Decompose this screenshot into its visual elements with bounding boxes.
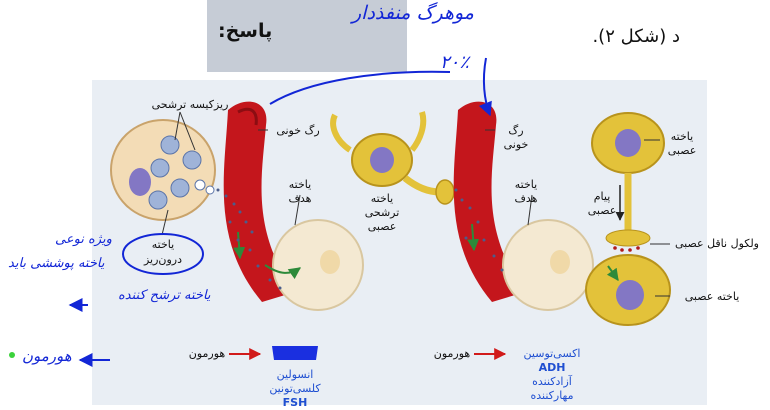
- handwritten-percent: ۲۰٪: [440, 52, 469, 73]
- redaction-scribble: [272, 346, 318, 360]
- hormone-example-1: انسولین: [255, 368, 335, 382]
- handwritten-left-note-3: یاخته ترشح کننده: [118, 288, 211, 303]
- target-cell-middle: [503, 220, 593, 310]
- handwritten-top-note: موهرگ منفذدار: [352, 2, 474, 24]
- secretory-neuron: [333, 112, 454, 204]
- neuron-top-label: یاخته عصبی: [662, 130, 702, 158]
- neuron-top: [592, 113, 664, 246]
- handwritten-left-note-1: ویژه نوعی: [55, 232, 112, 247]
- vesicle-label: ریزکیسه ترشحی: [150, 98, 230, 112]
- hormone-label-left: هورمون: [186, 347, 228, 361]
- neuron-bottom: [586, 255, 670, 325]
- target-cell-left: [273, 220, 363, 310]
- endocrine-cell-label-1: یاخته: [135, 238, 191, 252]
- secretory-neuron-label: یاخته ترشحی عصبی: [362, 192, 402, 233]
- target-cell-label-middle: یاخته هدف: [506, 178, 546, 206]
- vessel-label-middle: رگ خونی: [496, 124, 536, 152]
- hormone-example-adh: ADH: [512, 361, 592, 375]
- handwritten-hormone-note: هورمون: [22, 347, 72, 365]
- hormone-example-oxytocin: اکسی‌توسین: [512, 347, 592, 361]
- neuron-bottom-label: یاخته عصبی: [672, 290, 752, 304]
- hormone-example-inhibiting: مهارکننده: [512, 389, 592, 403]
- endocrine-cell-label-2: درون‌ریز: [135, 253, 191, 267]
- target-cell-label-left: یاخته هدف: [285, 178, 315, 206]
- endocrine-cell: [111, 120, 215, 220]
- neurotransmitter-label: ولکول ناقل عصبی: [672, 237, 762, 251]
- hormone-example-2: کلسی‌تونین: [255, 382, 335, 396]
- nerve-message-label: پیام عصبی: [585, 190, 619, 218]
- handwritten-left-note-2: یاخته پوششی باید: [8, 256, 104, 271]
- hormone-example-3: FSH: [255, 396, 335, 410]
- vessel-label-left: رگ خونی: [268, 124, 328, 138]
- hormone-example-releasing: آزادکننده: [512, 375, 592, 389]
- hormone-label-middle: هورمون: [430, 347, 474, 361]
